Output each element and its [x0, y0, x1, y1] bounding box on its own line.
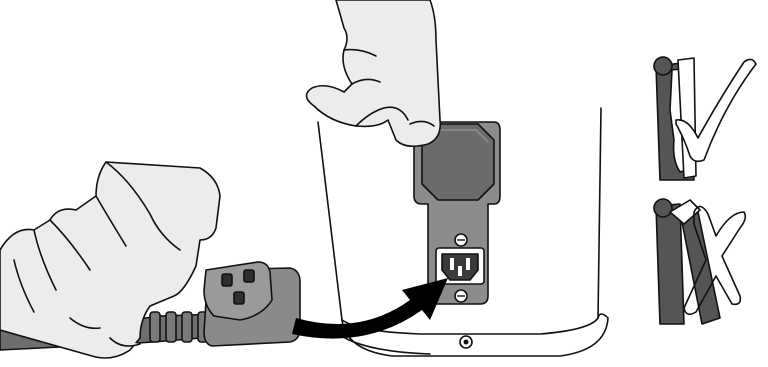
- latch-correct-indicator: [654, 57, 756, 180]
- hand-lifting-cover: [306, 0, 440, 146]
- cord-plug: [204, 262, 300, 346]
- power-inlet-assembly: [414, 122, 500, 304]
- latch-incorrect-indicator: [654, 199, 745, 324]
- power-inlet-socket: [436, 248, 484, 284]
